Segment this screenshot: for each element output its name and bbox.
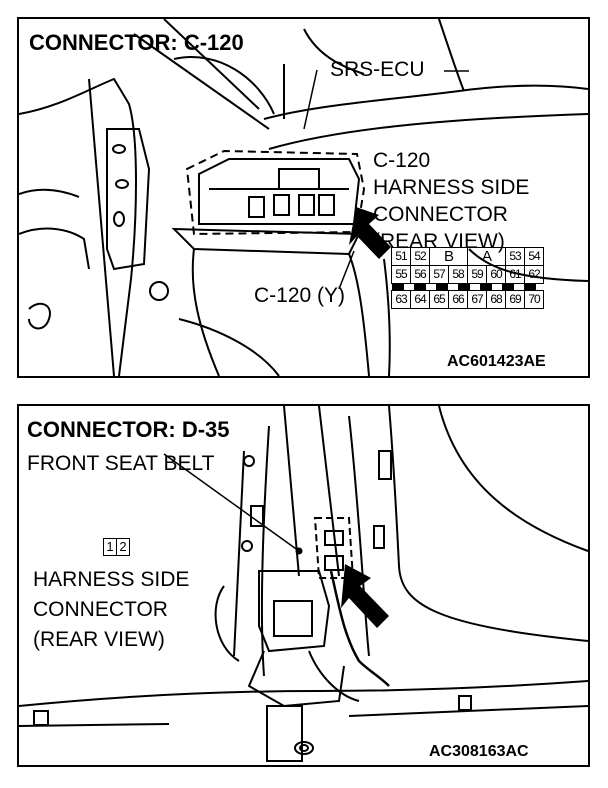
- pin-cell: 59: [467, 265, 487, 284]
- d35-callout-line1: HARNESS SIDE: [33, 568, 190, 591]
- pin-cell: 62: [524, 265, 544, 284]
- pin-cell: 56: [410, 265, 430, 284]
- pin-cell: 68: [486, 290, 506, 309]
- d35-vehicle-illustration: [19, 406, 588, 762]
- pin-cell: 51: [391, 247, 411, 266]
- c120-title: CONNECTOR: C-120: [29, 30, 244, 55]
- d35-figure-code: AC308163AC: [429, 743, 529, 760]
- c120-callout-line1: C-120: [373, 149, 431, 172]
- pin-cell: 64: [410, 290, 430, 309]
- pin-cell: 53: [505, 247, 525, 266]
- pin-cell: 2: [116, 539, 129, 555]
- pin-cell: B: [429, 247, 468, 266]
- c120-callout-line4: (REAR VIEW): [373, 230, 505, 253]
- front-seat-belt-label: FRONT SEAT BELT: [27, 452, 215, 475]
- pin-cell: 66: [448, 290, 468, 309]
- d35-title: CONNECTOR: D-35: [27, 417, 230, 442]
- pin-cell: 69: [505, 290, 525, 309]
- pin-cell: 60: [486, 265, 506, 284]
- connector-c120-panel: CONNECTOR: C-120 SRS-ECU C-120 HARNESS S…: [17, 17, 590, 378]
- pin-cell: A: [467, 247, 506, 266]
- pin-cell: 54: [524, 247, 544, 266]
- d35-callout-line2: CONNECTOR: [33, 598, 168, 621]
- pin-cell: 52: [410, 247, 430, 266]
- c120-pin-layout: 51 52 B A 53 54 55 56 57 58 59 60 61 62 …: [391, 247, 544, 309]
- pin-cell: 57: [429, 265, 449, 284]
- pin-cell: 61: [505, 265, 525, 284]
- srs-ecu-label: SRS-ECU: [330, 58, 425, 81]
- c120-figure-code: AC601423AE: [447, 353, 546, 370]
- pin-cell: 1: [106, 539, 114, 554]
- c120-vehicle-illustration: [19, 19, 588, 376]
- pin-cell: 55: [391, 265, 411, 284]
- pin-cell: 63: [391, 290, 411, 309]
- d35-callout-line3: (REAR VIEW): [33, 628, 165, 651]
- pin-cell: 67: [467, 290, 487, 309]
- pin-cell: 58: [448, 265, 468, 284]
- c120-connector-label: C-120 (Y): [254, 284, 346, 307]
- c120-callout-line2: HARNESS SIDE: [373, 176, 530, 199]
- pin-cell: 65: [429, 290, 449, 309]
- pin-separator: [391, 283, 544, 291]
- pin-cell: 70: [524, 290, 544, 309]
- c120-callout-line3: CONNECTOR: [373, 203, 508, 226]
